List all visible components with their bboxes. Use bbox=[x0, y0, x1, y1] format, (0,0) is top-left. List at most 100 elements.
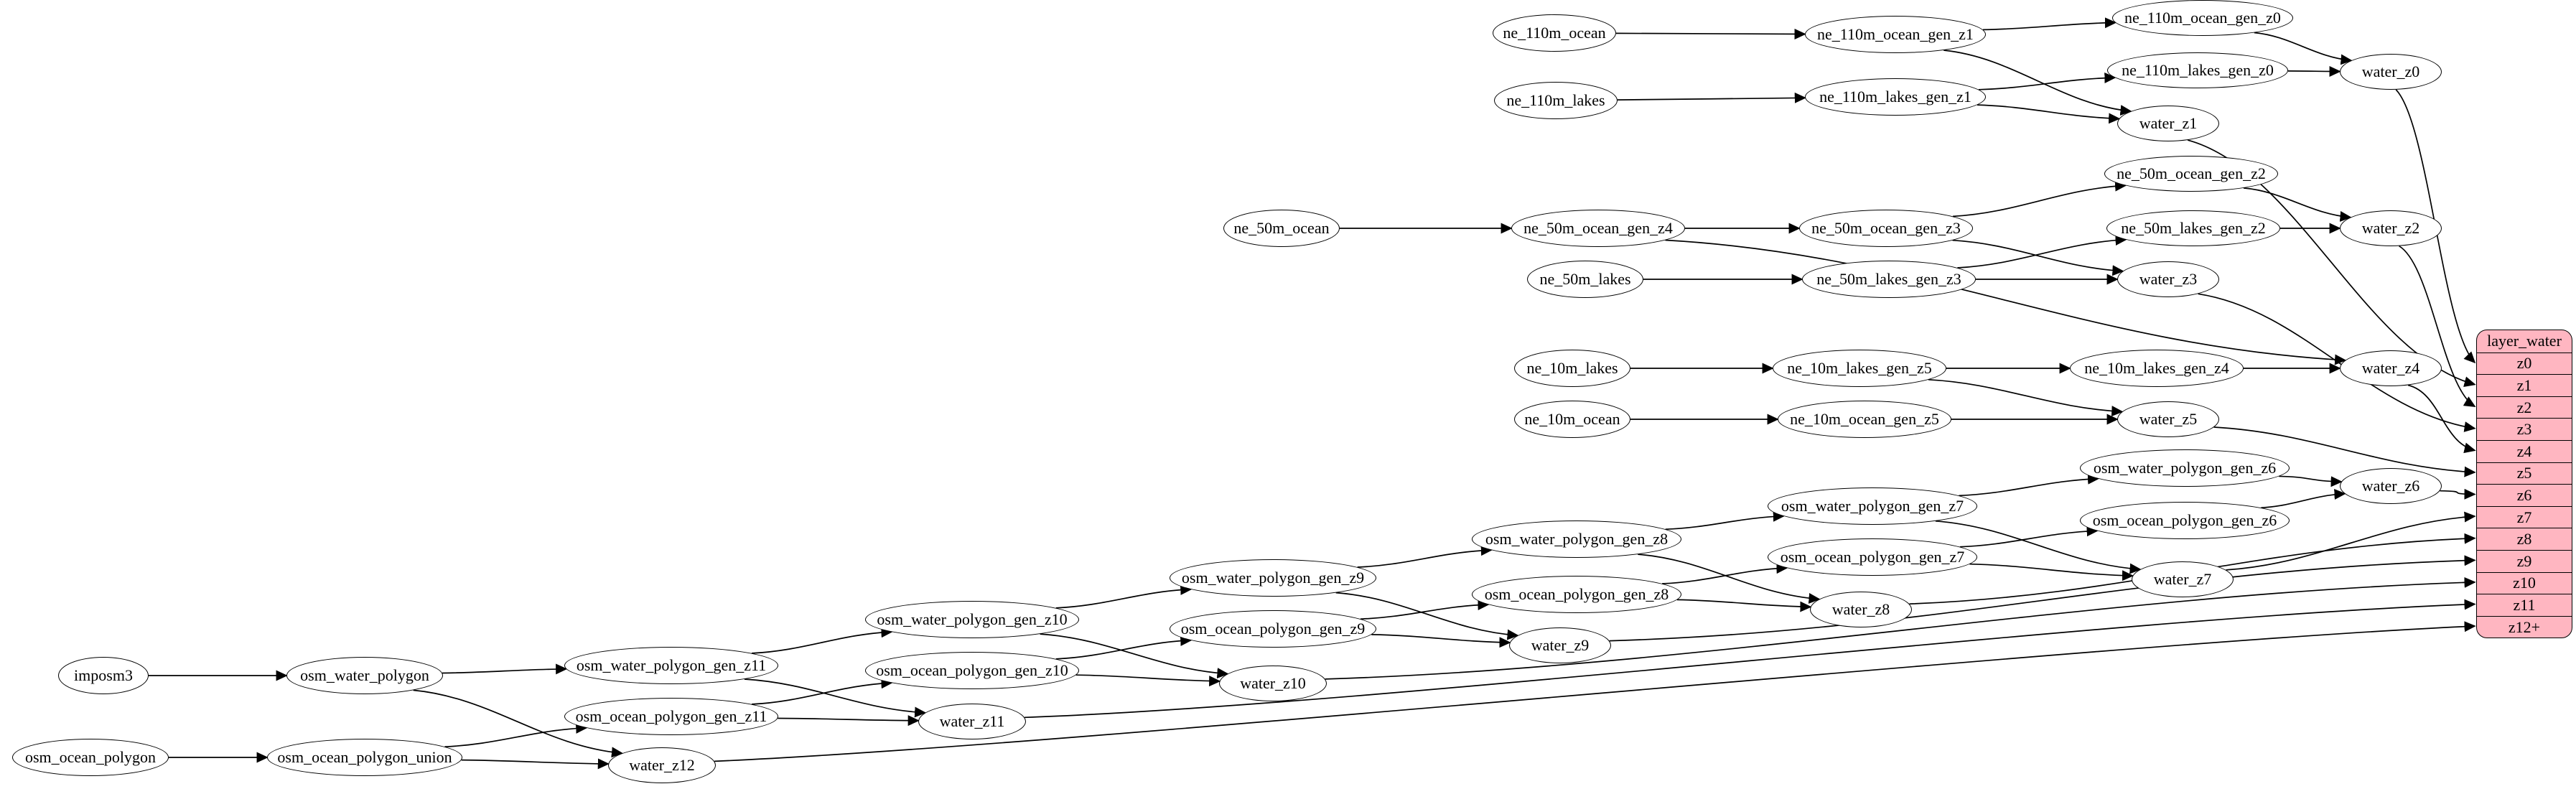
node-label: ne_110m_lakes bbox=[1506, 91, 1605, 109]
edge-water_z11-to-layer_water-z11 bbox=[1024, 599, 2476, 719]
node-water_z7: water_z7 bbox=[2132, 561, 2234, 597]
node-label: ne_50m_ocean_gen_z3 bbox=[1811, 219, 1961, 237]
node-label: osm_water_polygon bbox=[300, 666, 429, 684]
layer-water-row-z11: z11 bbox=[2477, 594, 2572, 616]
node-label: water_z9 bbox=[1531, 636, 1590, 654]
edge-water_z4-to-layer_water-z4 bbox=[2407, 384, 2476, 454]
node-ne_50m_lakes_gen_z2: ne_50m_lakes_gen_z2 bbox=[2106, 210, 2280, 246]
node-osm_ocean_polygon: osm_ocean_polygon bbox=[12, 739, 169, 776]
node-ne_50m_ocean: ne_50m_ocean bbox=[1223, 210, 1340, 247]
edge-osm_ocean_polygon_gen_z7-to-water_z7 bbox=[1969, 563, 2134, 582]
layer-water-row-z10: z10 bbox=[2477, 571, 2572, 594]
layer-water-row-z9: z9 bbox=[2477, 549, 2572, 572]
node-label: water_z1 bbox=[2139, 114, 2198, 132]
layer-water-row-z12+: z12+ bbox=[2477, 615, 2572, 638]
layer-water-row-z2: z2 bbox=[2477, 396, 2572, 419]
node-water_z1: water_z1 bbox=[2117, 106, 2219, 141]
edge-ne_110m_ocean_gen_z1-to-ne_110m_ocean_gen_z0 bbox=[1982, 17, 2117, 31]
node-label: water_z2 bbox=[2361, 219, 2420, 237]
node-osm_ocean_polygon_gen_z11: osm_ocean_polygon_gen_z11 bbox=[564, 698, 778, 735]
edge-osm_ocean_polygon_gen_z11-to-water_z11 bbox=[778, 715, 920, 727]
node-label: osm_water_polygon_gen_z10 bbox=[877, 610, 1068, 628]
node-osm_water_polygon_gen_z6: osm_water_polygon_gen_z6 bbox=[2080, 449, 2290, 487]
node-ne_110m_lakes: ne_110m_lakes bbox=[1494, 82, 1618, 119]
node-label: ne_50m_ocean_gen_z4 bbox=[1523, 219, 1673, 237]
node-ne_50m_ocean_gen_z4: ne_50m_ocean_gen_z4 bbox=[1511, 210, 1685, 247]
node-osm_water_polygon_gen_z10: osm_water_polygon_gen_z10 bbox=[865, 601, 1079, 638]
node-label: water_z5 bbox=[2139, 410, 2198, 428]
node-label: water_z3 bbox=[2139, 270, 2198, 288]
node-osm_water_polygon: osm_water_polygon bbox=[286, 657, 443, 694]
layer-water-row-z7: z7 bbox=[2477, 505, 2572, 528]
node-label: osm_ocean_polygon_gen_z11 bbox=[575, 707, 767, 725]
node-ne_10m_lakes_gen_z5: ne_10m_lakes_gen_z5 bbox=[1773, 350, 1946, 387]
node-label: osm_water_polygon_gen_z9 bbox=[1181, 569, 1365, 587]
edge-ne_50m_ocean_gen_z3-to-ne_50m_ocean_gen_z2 bbox=[1952, 180, 2127, 218]
node-imposm3: imposm3 bbox=[58, 657, 149, 694]
node-osm_water_polygon_gen_z8: osm_water_polygon_gen_z8 bbox=[1472, 520, 1681, 558]
layer-water-row-z6: z6 bbox=[2477, 484, 2572, 506]
node-ne_110m_lakes_gen_z0: ne_110m_lakes_gen_z0 bbox=[2107, 52, 2288, 88]
node-label: osm_water_polygon_gen_z8 bbox=[1485, 530, 1669, 548]
node-label: osm_ocean_polygon bbox=[24, 748, 157, 766]
edge-osm_ocean_polygon_gen_z8-to-water_z8 bbox=[1676, 599, 1812, 612]
node-label: ne_110m_ocean_gen_z0 bbox=[2124, 9, 2281, 27]
node-ne_50m_lakes_gen_z3: ne_50m_lakes_gen_z3 bbox=[1802, 261, 1976, 298]
node-ne_10m_lakes: ne_10m_lakes bbox=[1514, 350, 1630, 387]
edge-ne_50m_ocean_gen_z3-to-water_z3 bbox=[1952, 239, 2124, 276]
node-label: ne_110m_ocean_gen_z1 bbox=[1817, 25, 1974, 43]
node-water_z0: water_z0 bbox=[2340, 54, 2442, 90]
edge-osm_water_polygon_gen_z10-to-osm_water_polygon_gen_z9 bbox=[1055, 584, 1193, 609]
node-label: water_z11 bbox=[939, 712, 1005, 730]
edge-ne_50m_ocean_gen_z2-to-water_z2 bbox=[2243, 187, 2352, 222]
node-label: ne_10m_ocean bbox=[1524, 410, 1620, 428]
node-osm_water_polygon_gen_z9: osm_water_polygon_gen_z9 bbox=[1170, 559, 1376, 597]
edge-osm_ocean_polygon_union-to-osm_ocean_polygon_gen_z11 bbox=[444, 722, 588, 747]
node-osm_ocean_polygon_gen_z10: osm_ocean_polygon_gen_z10 bbox=[865, 652, 1079, 689]
edge-osm_water_polygon_gen_z6-to-water_z6 bbox=[2279, 475, 2343, 487]
node-water_z11: water_z11 bbox=[918, 704, 1026, 739]
node-ne_110m_ocean_gen_z0: ne_110m_ocean_gen_z0 bbox=[2112, 0, 2293, 36]
node-label: ne_110m_lakes_gen_z1 bbox=[1819, 88, 1971, 106]
edge-ne_110m_ocean_gen_z0-to-water_z0 bbox=[2254, 32, 2353, 65]
edge-osm_water_polygon-to-osm_water_polygon_gen_z11 bbox=[442, 663, 568, 675]
node-osm_water_polygon_gen_z7: osm_water_polygon_gen_z7 bbox=[1768, 487, 1977, 525]
edge-water_z10-to-layer_water-z10 bbox=[1325, 576, 2476, 680]
node-osm_ocean_polygon_union: osm_ocean_polygon_union bbox=[267, 739, 462, 776]
edge-water_z2-to-layer_water-z2 bbox=[2399, 245, 2476, 407]
edge-ne_50m_lakes_gen_z3-to-ne_50m_lakes_gen_z2 bbox=[1957, 235, 2127, 269]
edge-osm_ocean_polygon_gen_z6-to-water_z6 bbox=[2261, 489, 2346, 509]
node-ne_110m_lakes_gen_z1: ne_110m_lakes_gen_z1 bbox=[1805, 78, 1986, 116]
edge-water_z6-to-layer_water-z6 bbox=[2440, 488, 2476, 500]
node-ne_50m_ocean_gen_z3: ne_50m_ocean_gen_z3 bbox=[1799, 210, 1973, 247]
edge-ne_50m_ocean_gen_z4-to-water_z4 bbox=[1665, 239, 2347, 365]
node-label: water_z0 bbox=[2361, 62, 2420, 80]
node-water_z12: water_z12 bbox=[608, 747, 716, 783]
node-label: ne_10m_lakes_gen_z4 bbox=[2084, 359, 2229, 377]
node-water_z3: water_z3 bbox=[2117, 261, 2219, 297]
node-ne_10m_ocean: ne_10m_ocean bbox=[1514, 401, 1630, 438]
node-osm_water_polygon_gen_z11: osm_water_polygon_gen_z11 bbox=[564, 647, 778, 684]
edge-osm_water_polygon-to-water_z12 bbox=[413, 689, 624, 758]
edge-osm_water_polygon_gen_z11-to-water_z11 bbox=[744, 678, 927, 718]
edge-osm_ocean_polygon_gen_z8-to-osm_ocean_polygon_gen_z7 bbox=[1662, 563, 1788, 584]
layer-water-row-z5: z5 bbox=[2477, 462, 2572, 485]
edge-osm_water_polygon_gen_z10-to-water_z10 bbox=[1040, 633, 1229, 679]
edge-water_z3-to-layer_water-z3 bbox=[2198, 293, 2476, 432]
edge-osm_water_polygon_gen_z7-to-water_z7 bbox=[1935, 520, 2142, 574]
node-label: osm_ocean_polygon_union bbox=[277, 748, 452, 766]
edge-ne_10m_lakes_gen_z5-to-water_z5 bbox=[1928, 378, 2124, 417]
edge-water_z5-to-layer_water-z5 bbox=[2213, 426, 2476, 477]
edge-water_z12-to-layer_water-z12+ bbox=[714, 621, 2476, 762]
edge-osm_ocean_polygon_union-to-water_z12 bbox=[461, 758, 610, 770]
node-water_z8: water_z8 bbox=[1810, 592, 1912, 627]
node-label: ne_10m_ocean_gen_z5 bbox=[1790, 410, 1939, 428]
node-ne_10m_lakes_gen_z4: ne_10m_lakes_gen_z4 bbox=[2070, 350, 2244, 387]
node-label: osm_water_polygon_gen_z6 bbox=[2093, 459, 2277, 477]
edge-osm_water_polygon_gen_z9-to-osm_water_polygon_gen_z8 bbox=[1357, 545, 1493, 568]
node-label: osm_ocean_polygon_gen_z10 bbox=[876, 661, 1068, 679]
node-label: ne_50m_ocean bbox=[1233, 219, 1330, 237]
